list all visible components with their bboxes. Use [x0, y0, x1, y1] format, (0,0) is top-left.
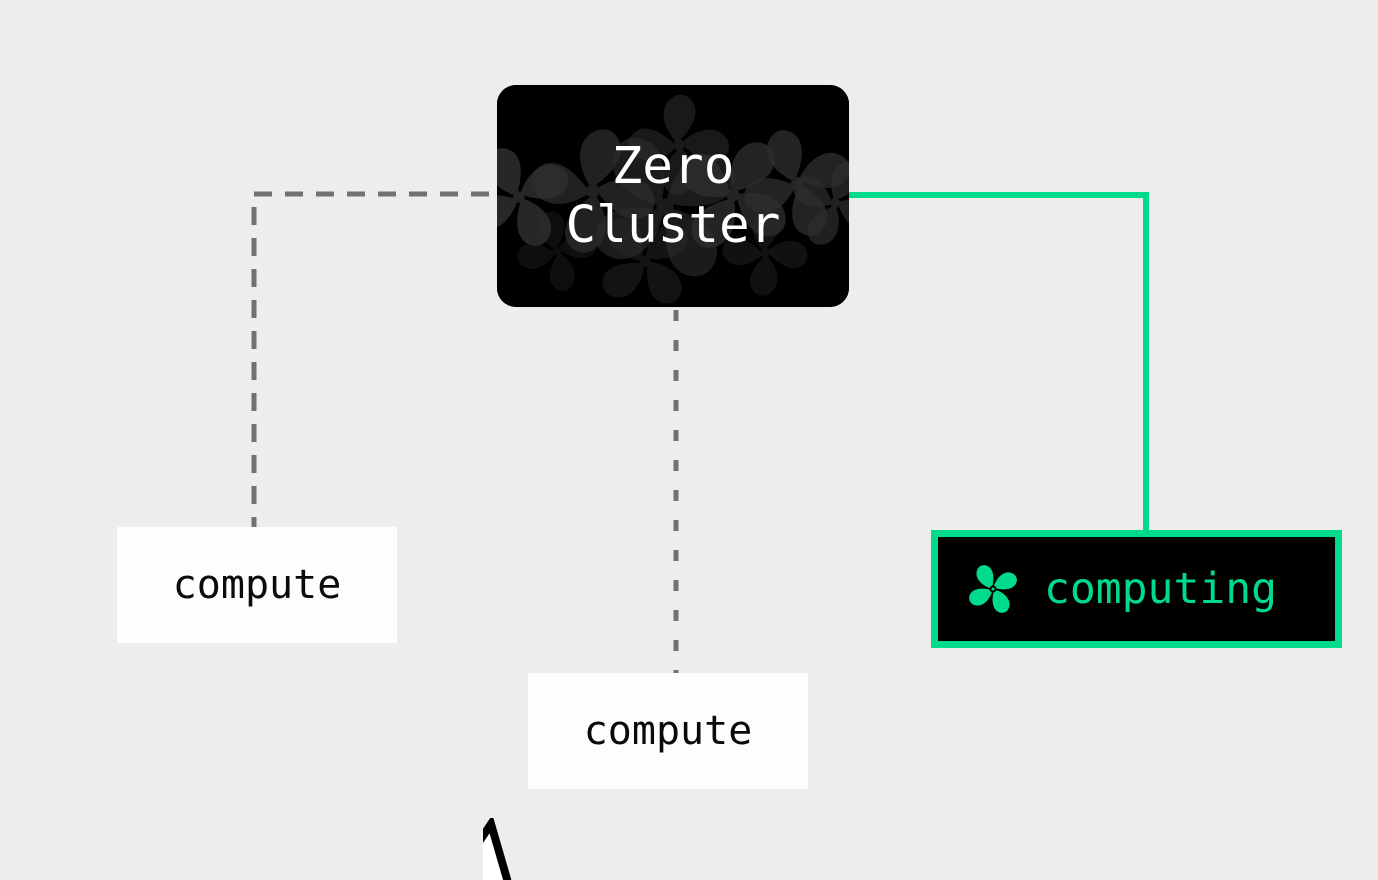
- node-zero-cluster[interactable]: Zero Cluster: [497, 85, 849, 307]
- edge-cluster-to-compute-1: [251, 191, 520, 530]
- node-compute-2-label: compute: [583, 708, 753, 754]
- cluster-label-line-2: Cluster: [565, 196, 781, 255]
- edge-cluster-to-computing: [846, 192, 1149, 534]
- node-compute-1-label: compute: [172, 562, 342, 608]
- cluster-fan-pattern: [497, 85, 849, 307]
- node-compute-2[interactable]: compute: [528, 673, 808, 789]
- cluster-label-line-1: Zero: [611, 136, 735, 196]
- node-compute-1[interactable]: compute: [117, 527, 397, 643]
- node-computing-label: computing: [1044, 563, 1277, 614]
- node-zero-cluster-label: Zero Cluster: [497, 85, 849, 307]
- mouse-pointer-icon: [483, 818, 524, 880]
- fan-icon: [969, 565, 1017, 613]
- node-computing[interactable]: computing: [931, 530, 1342, 648]
